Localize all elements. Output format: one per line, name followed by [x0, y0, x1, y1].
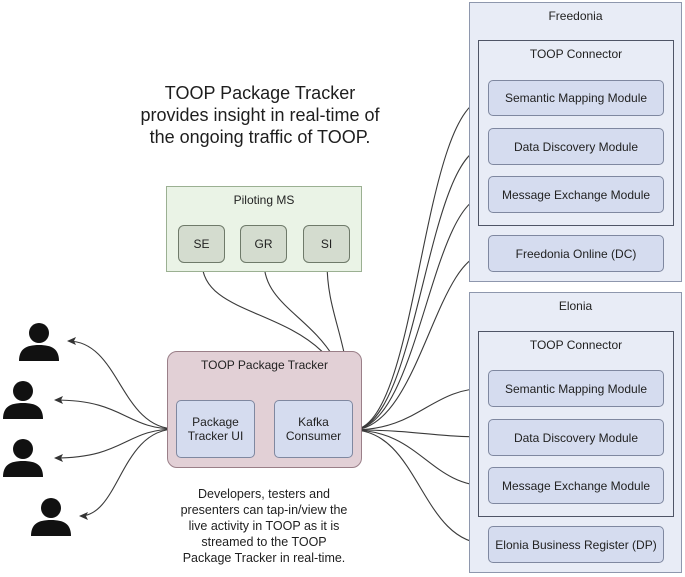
freedonia-semantic-mapping-module[interactable]: Semantic Mapping Module: [488, 80, 664, 116]
note-line: presenters can tap-in/view the: [180, 503, 348, 517]
elonia-data-discovery-module[interactable]: Data Discovery Module: [488, 419, 664, 456]
link-freedonia-semantic: [351, 97, 489, 434]
link-freedonia-exchange: [351, 194, 489, 434]
elonia-message-exchange-module[interactable]: Message Exchange Module: [488, 467, 664, 504]
link-ui-user1: [67, 337, 177, 430]
user-icon: [19, 323, 59, 361]
note-line: Developers, testers and: [197, 487, 330, 501]
link-elonia-register: [351, 426, 489, 545]
headline-line: TOOP Package Tracker: [164, 83, 356, 103]
headline-line: the ongoing traffic of TOOP.: [149, 127, 371, 147]
note-line: live activity in TOOP as it is: [188, 519, 340, 533]
package-tracker-ui-label: Package: [192, 415, 239, 429]
freedonia-online-dc[interactable]: Freedonia Online (DC): [488, 235, 664, 272]
elonia-semantic-mapping-module[interactable]: Semantic Mapping Module: [488, 370, 664, 407]
elonia-connector-title: TOOP Connector: [529, 338, 623, 352]
freedonia-data-discovery-module[interactable]: Data Discovery Module: [488, 128, 664, 165]
kafka-consumer-label: Consumer: [285, 429, 342, 443]
link-ui-user4: [79, 428, 177, 520]
user-icon: [3, 439, 43, 477]
elonia-business-register-dp[interactable]: Elonia Business Register (DP): [488, 526, 664, 563]
ms-node-gr[interactable]: GR: [240, 225, 287, 263]
tracker-note: Developers, testers and presenters can t…: [160, 486, 368, 566]
link-ui-user3: [54, 428, 177, 462]
headline: TOOP Package Tracker provides insight in…: [110, 82, 410, 148]
freedonia-title: Freedonia: [548, 9, 603, 23]
headline-line: provides insight in real-time of: [140, 105, 380, 125]
piloting-ms-title: Piloting MS: [233, 193, 295, 207]
kafka-consumer[interactable]: Kafka Consumer: [274, 400, 353, 458]
link-freedonia-discovery: [351, 145, 489, 434]
ms-node-se[interactable]: SE: [178, 225, 225, 263]
freedonia-message-exchange-module[interactable]: Message Exchange Module: [488, 176, 664, 213]
link-elonia-exchange: [351, 426, 489, 487]
note-line: Package Tracker in real-time.: [182, 551, 346, 565]
package-tracker-ui-label: Tracker UI: [187, 429, 244, 443]
package-tracker-title: TOOP Package Tracker: [201, 358, 328, 372]
kafka-consumer-label: Kafka: [298, 415, 329, 429]
link-freedonia-online: [351, 252, 489, 434]
ms-node-si[interactable]: SI: [303, 225, 350, 263]
link-ui-user2: [54, 396, 177, 430]
note-line: streamed to the TOOP: [201, 535, 327, 549]
freedonia-connector-title: TOOP Connector: [529, 47, 623, 61]
elonia-title: Elonia: [558, 299, 593, 313]
package-tracker-ui[interactable]: Package Tracker UI: [176, 400, 255, 458]
user-icon: [3, 381, 43, 419]
user-icon: [31, 498, 71, 536]
